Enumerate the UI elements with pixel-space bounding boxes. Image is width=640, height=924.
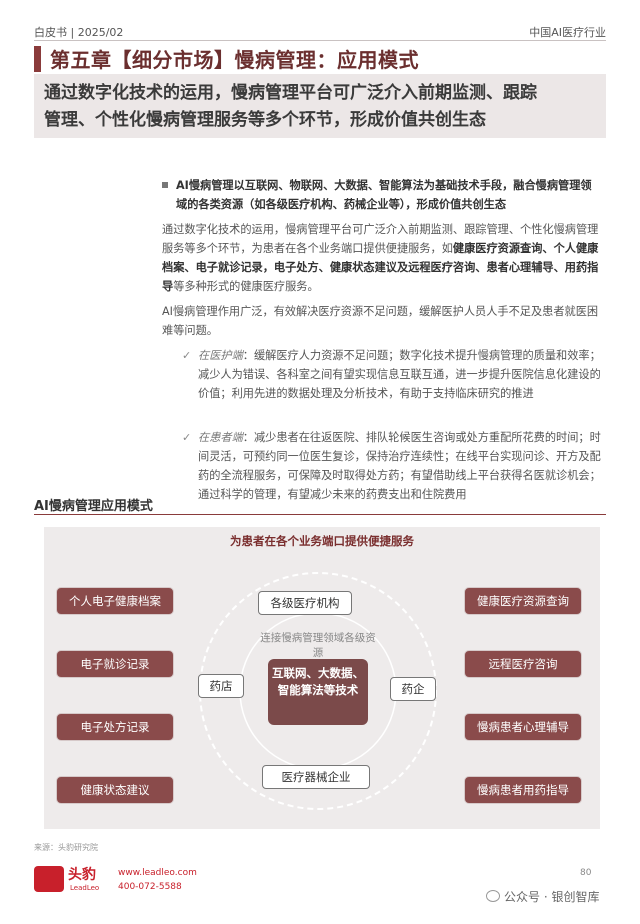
section-divider bbox=[34, 514, 606, 515]
header-divider bbox=[34, 40, 606, 41]
summary-banner: 通过数字化技术的运用，慢病管理平台可广泛介入前期监测、跟踪 管理、个性化慢病管理… bbox=[34, 74, 606, 138]
service-box-health-advice: 健康状态建议 bbox=[56, 776, 174, 804]
para1-bold: 健康医疗资源查询、个人健康档案、电子就诊记录，电子处方、健康状态建议及远程医疗咨… bbox=[162, 242, 599, 293]
application-model-diagram: 为患者在各个业务端口提供便捷服务 个人电子健康档案 电子就诊记录 电子处方记录 … bbox=[44, 527, 600, 829]
service-box-medication-guide: 慢病患者用药指导 bbox=[464, 776, 582, 804]
para1-plain: 通过数字化技术的运用，慢病管理平台可广泛介入前期监测、跟踪管理、个性化慢病管理服… bbox=[162, 223, 599, 255]
paragraph-effects: AI慢病管理作用广泛，有效解决医疗资源不足问题，缓解医护人员人手不足及患者就医困… bbox=[162, 305, 599, 337]
header-industry: 中国AI医疗行业 bbox=[529, 26, 606, 39]
diagram-top-label: 为患者在各个业务端口提供便捷服务 bbox=[230, 534, 414, 548]
connect-label: 连接慢病管理领域各级资源 bbox=[260, 632, 376, 659]
leadleo-logo: 头豹 LeadLeo bbox=[34, 862, 114, 896]
node-medical-institutions: 各级医疗机构 bbox=[258, 591, 352, 615]
key-point-text: AI慢病管理以互联网、物联网、大数据、智能算法为基础技术手段，融合慢病管理领域的… bbox=[176, 179, 592, 211]
node-pharma-company: 药企 bbox=[390, 677, 436, 701]
source-note: 来源：头豹研究院 bbox=[34, 843, 98, 852]
paragraph-services: 通过数字化技术的运用，慢病管理平台可广泛介入前期监测、跟踪管理、个性化慢病管理服… bbox=[162, 220, 602, 296]
check-label: 在患者端 bbox=[198, 431, 243, 444]
service-box-visit-record: 电子就诊记录 bbox=[56, 650, 174, 678]
check-text: ：缓解医疗人力资源不足问题；数字化技术提升慢病管理的质量和效率；减少人为错误、各… bbox=[198, 349, 601, 400]
banner-line-2: 管理、个性化慢病管理服务等多个环节，形成价值共创生态 bbox=[44, 110, 486, 130]
logo-text: 头豹 bbox=[68, 867, 96, 883]
checkmark-icon: ✓ bbox=[182, 349, 192, 362]
node-pharmacy: 药店 bbox=[198, 674, 244, 698]
bullet-square-icon bbox=[162, 182, 168, 188]
check-item-patient: ✓ 在患者端：减少患者在往返医院、排队轮候医生咨询或处方重配所花费的时间；时间灵… bbox=[182, 428, 602, 504]
checkmark-icon: ✓ bbox=[182, 431, 192, 444]
service-box-health-record: 个人电子健康档案 bbox=[56, 587, 174, 615]
wechat-text: 公众号 · 银创智库 bbox=[504, 890, 600, 904]
key-point: AI慢病管理以互联网、物联网、大数据、智能算法为基础技术手段，融合慢病管理领域的… bbox=[162, 176, 602, 214]
page-title: 第五章【细分市场】慢病管理：应用模式 bbox=[50, 48, 419, 72]
page-number: 80 bbox=[580, 868, 592, 878]
website-link[interactable]: www.leadleo.com bbox=[118, 868, 197, 878]
check-item-medical: ✓ 在医护端：缓解医疗人力资源不足问题；数字化技术提升慢病管理的质量和效率；减少… bbox=[182, 346, 602, 403]
para1-tail: 等多种形式的健康医疗服务。 bbox=[173, 280, 319, 293]
service-box-prescription-record: 电子处方记录 bbox=[56, 713, 174, 741]
service-box-psych-support: 慢病患者心理辅导 bbox=[464, 713, 582, 741]
contact-info: www.leadleo.com 400-072-5588 bbox=[118, 866, 197, 894]
check-label: 在医护端 bbox=[198, 349, 243, 362]
leopard-logo-icon bbox=[34, 866, 64, 892]
header-doc-info: 白皮书 | 2025/02 bbox=[34, 26, 124, 39]
check-text: ：减少患者在往返医院、排队轮候医生咨询或处方重配所花费的时间；时间灵活，可预约同… bbox=[198, 431, 601, 501]
phone-number: 400-072-5588 bbox=[118, 882, 182, 892]
title-accent-bar bbox=[34, 46, 41, 72]
service-box-resource-query: 健康医疗资源查询 bbox=[464, 587, 582, 615]
wechat-icon bbox=[486, 890, 500, 902]
wechat-watermark: 公众号 · 银创智库 bbox=[486, 888, 599, 905]
page-header: 白皮书 | 2025/02 中国AI医疗行业 bbox=[34, 22, 606, 42]
banner-line-1: 通过数字化技术的运用，慢病管理平台可广泛介入前期监测、跟踪 bbox=[44, 83, 537, 103]
node-device-company: 医疗器械企业 bbox=[262, 765, 370, 789]
core-technology-box: 互联网、大数据、智能算法等技术 bbox=[268, 659, 368, 725]
logo-subtext: LeadLeo bbox=[70, 884, 100, 892]
section-title: AI慢病管理应用模式 bbox=[34, 499, 153, 514]
service-box-remote-consult: 远程医疗咨询 bbox=[464, 650, 582, 678]
